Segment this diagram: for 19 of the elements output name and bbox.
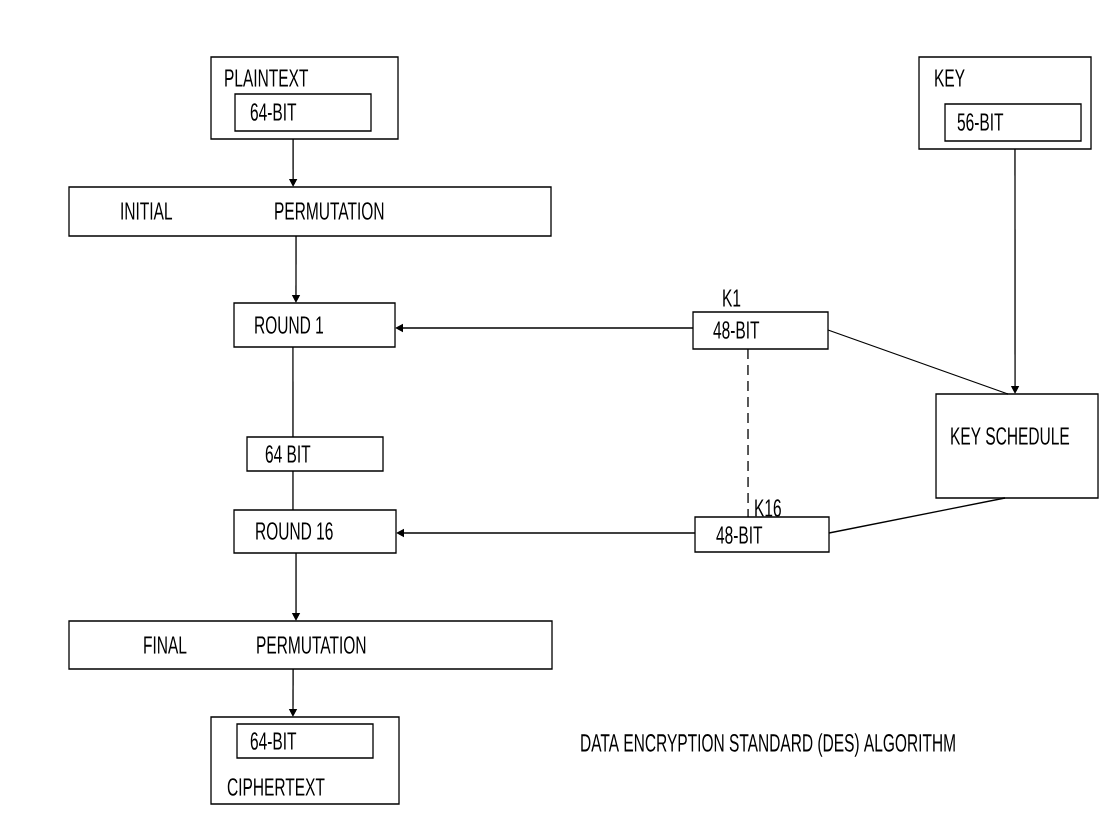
process-box: INITIAL PERMUTATION — [68, 186, 552, 237]
process-box: FINAL PERMUTATION — [68, 620, 553, 670]
connector-line — [828, 497, 1006, 534]
dashed-line — [747, 348, 749, 518]
round-box: ROUND 16 — [233, 509, 397, 554]
bit-size-box: 56-BIT — [944, 103, 1082, 142]
diagram-caption: DATA ENCRYPTION STANDARD (DES) ALGORITHM — [581, 733, 955, 757]
process-box: KEY SCHEDULE — [935, 393, 1099, 499]
subkey-label: K1 — [723, 289, 741, 307]
bit-size-box: 64-BIT — [236, 723, 374, 759]
bit-size-box: 64 BIT — [246, 436, 384, 472]
connector-line — [827, 329, 1009, 395]
connector-line — [292, 470, 294, 511]
subkey-label: K16 — [755, 499, 781, 517]
bit-size-box: 64-BIT — [234, 93, 372, 132]
subkey-box: 48-BIT — [692, 311, 829, 350]
connector-line — [292, 346, 294, 438]
round-box: ROUND 1 — [233, 302, 396, 348]
subkey-box: 48-BIT — [694, 516, 830, 553]
